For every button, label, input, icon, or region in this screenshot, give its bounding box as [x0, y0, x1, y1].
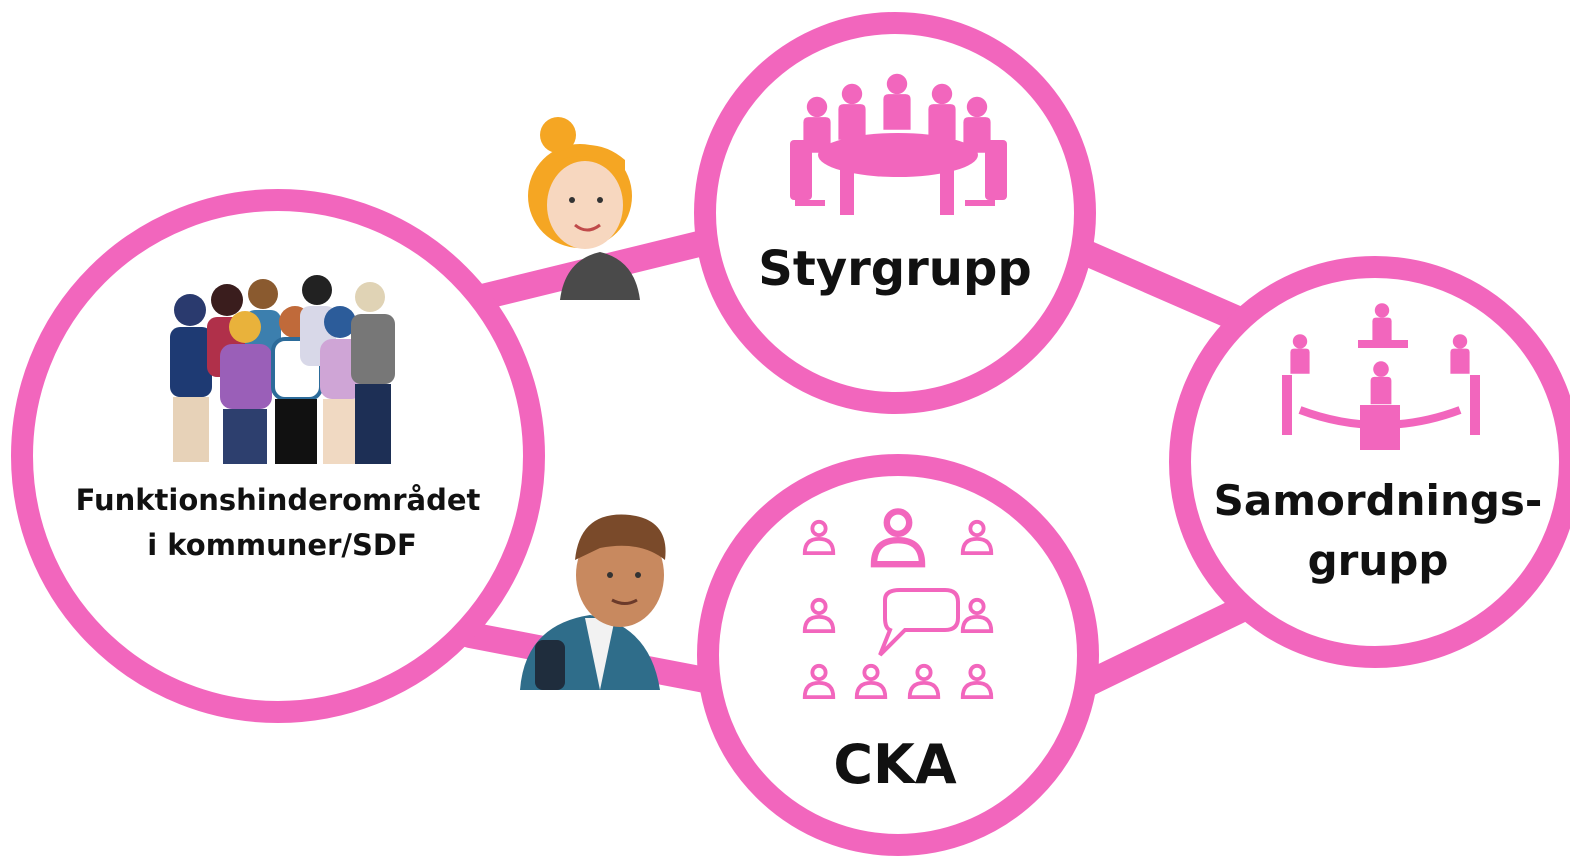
community-discussion-icon [802, 511, 994, 700]
man-avatar-icon [520, 514, 666, 690]
node-cka: CKA [697, 454, 1099, 856]
connector-styrgrupp-samordning [1062, 235, 1253, 333]
node-samordningsgrupp: Samordnings- grupp [1169, 256, 1570, 668]
node-funktion-label-line1: Funktionshinderområdet [76, 483, 481, 517]
round-table-meeting-icon [1282, 303, 1480, 450]
node-cka-label: CKA [833, 733, 956, 796]
node-funktionshinder: Funktionshinderområdet i kommuner/SDF [11, 189, 545, 723]
connector-samordning-cka [1072, 597, 1253, 698]
boardroom-meeting-icon [790, 73, 1007, 215]
node-samordning-label-line1: Samordnings- [1214, 476, 1543, 525]
node-funktion-label-line2: i kommuner/SDF [147, 528, 417, 562]
node-samordning-label-line2: grupp [1308, 536, 1449, 585]
group-of-people-icon [170, 275, 395, 464]
node-styrgrupp: Styrgrupp [694, 12, 1096, 414]
node-styrgrupp-label: Styrgrupp [758, 241, 1031, 297]
woman-avatar-icon [528, 117, 640, 300]
